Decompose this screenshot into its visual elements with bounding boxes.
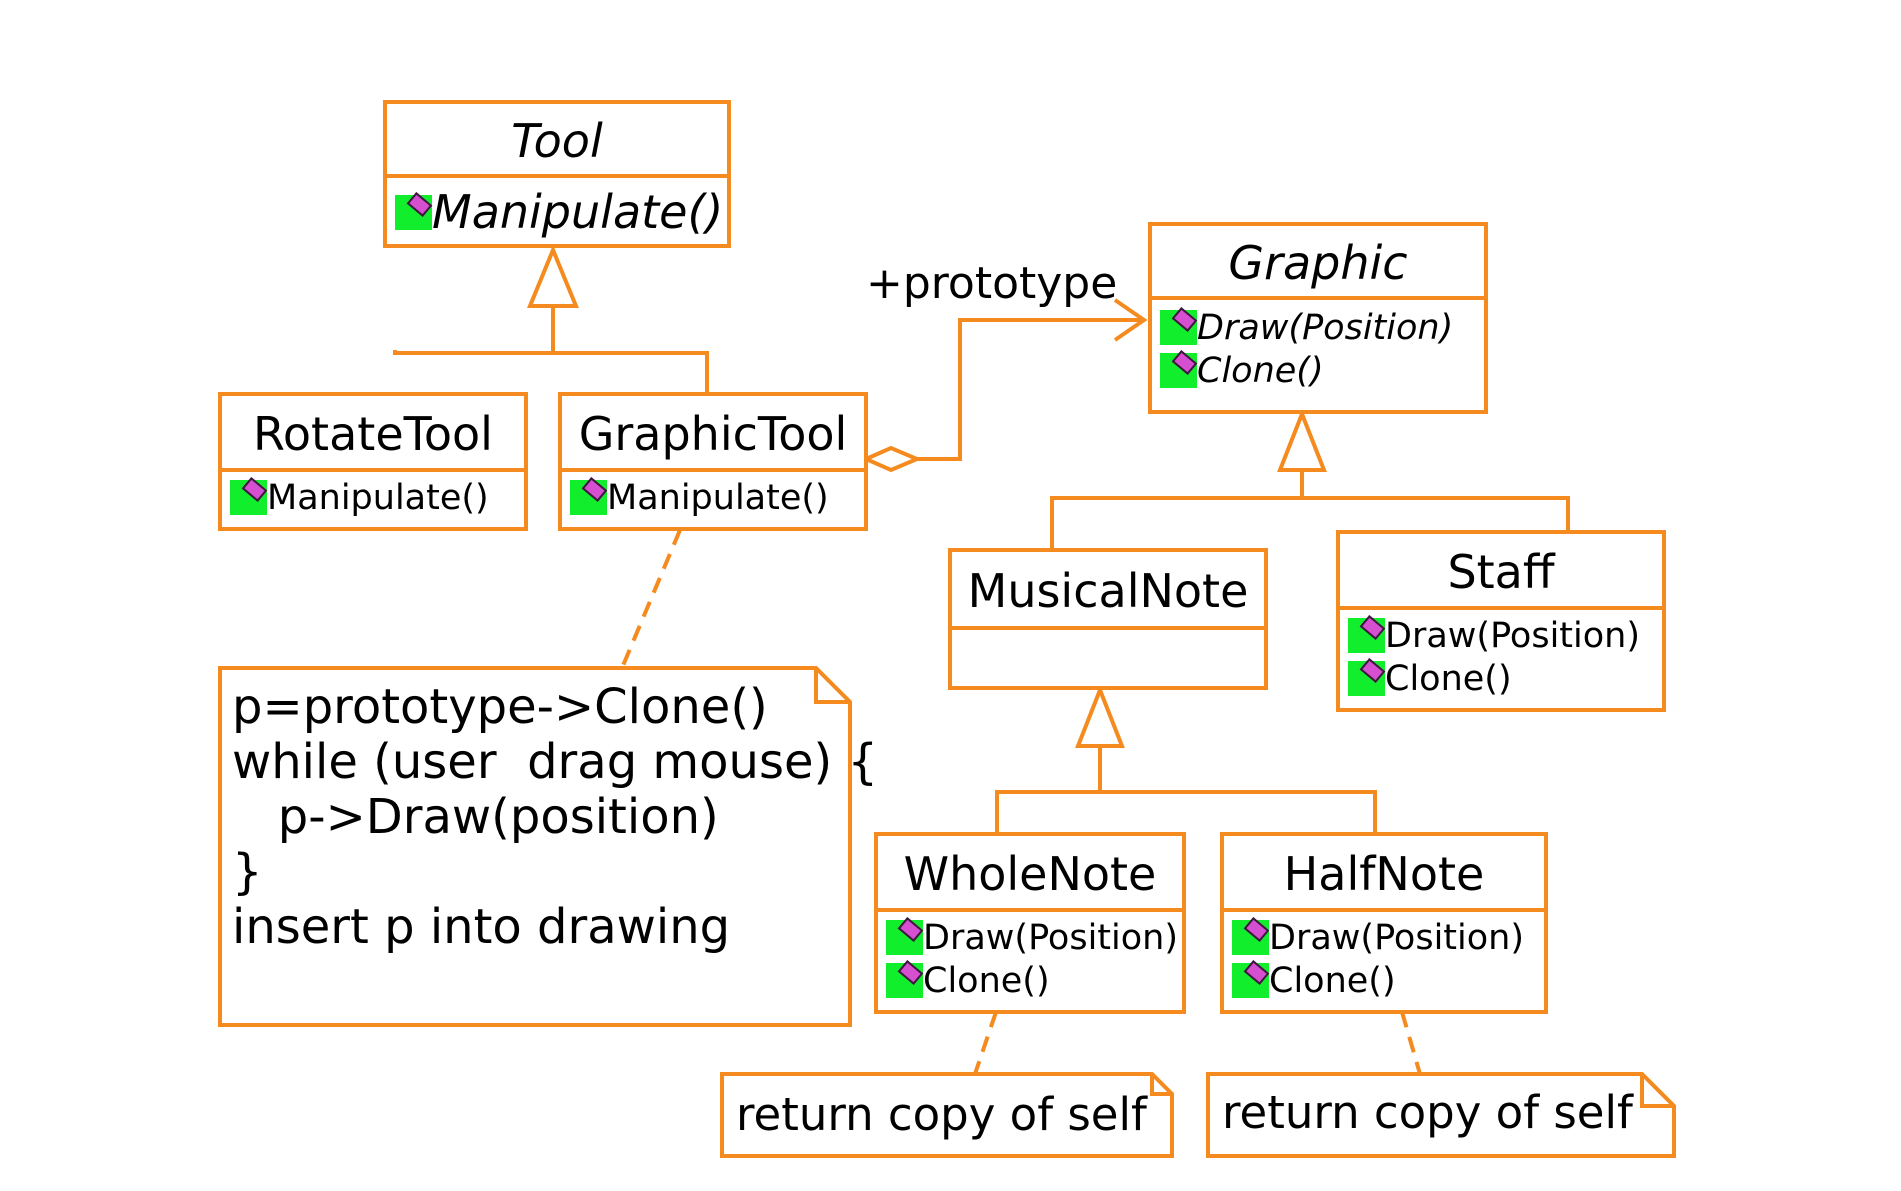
class-separator xyxy=(1340,606,1662,610)
class-name: HalfNote xyxy=(1283,847,1485,901)
class-tool[interactable]: Tool Manipulate() xyxy=(383,100,731,248)
operation-manipulate: Manipulate() xyxy=(222,476,524,519)
method-icon xyxy=(1232,920,1269,955)
note-half-note-clone: return copy of self xyxy=(1222,1086,1633,1139)
operation-label: Draw(Position) xyxy=(1385,615,1640,656)
note-shape-whole-note xyxy=(720,1072,1174,1158)
note-graphic-tool-code: p=prototype->Clone() while (user drag mo… xyxy=(232,679,879,955)
operation-clone: Clone() xyxy=(1340,657,1662,700)
generalization-arrow-musical-note xyxy=(1075,684,1125,748)
method-icon xyxy=(1348,661,1385,696)
class-separator xyxy=(878,908,1182,912)
operation-draw: Draw(Position) xyxy=(1152,306,1484,349)
operation-label: Clone() xyxy=(923,960,1050,1001)
operation-manipulate: Manipulate() xyxy=(562,476,864,519)
generalization-rotate-tool xyxy=(393,350,709,392)
note-anchor-half-note xyxy=(1400,1011,1422,1075)
method-icon xyxy=(1348,618,1385,653)
method-icon xyxy=(395,194,432,230)
class-separator xyxy=(1224,908,1544,912)
generalization-arrow-graphic xyxy=(1277,408,1327,472)
class-name: Tool xyxy=(511,114,603,168)
operation-label: Manipulate() xyxy=(267,477,489,518)
operations-list: Manipulate() xyxy=(387,182,727,242)
operation-label: Draw(Position) xyxy=(1269,917,1524,958)
aggregation-diamond xyxy=(861,445,923,473)
note-anchor-graphic-tool xyxy=(620,529,682,669)
note-anchor-whole-note xyxy=(973,1011,998,1075)
operations-list: Draw(Position) Clone() xyxy=(1340,614,1662,700)
operation-label: Clone() xyxy=(1197,350,1324,391)
operation-label: Clone() xyxy=(1269,960,1396,1001)
operations-list: Manipulate() xyxy=(222,476,524,519)
association-label-prototype: +prototype xyxy=(866,258,1118,309)
operation-draw: Draw(Position) xyxy=(878,916,1182,959)
operation-draw: Draw(Position) xyxy=(1224,916,1544,959)
class-name: GraphicTool xyxy=(578,407,848,461)
class-musical-note[interactable]: MusicalNote xyxy=(948,548,1268,690)
note-fold-whole-note xyxy=(1150,1074,1172,1096)
generalization-whole-note xyxy=(995,790,1377,832)
method-icon xyxy=(570,480,607,515)
method-icon xyxy=(886,963,923,998)
class-name: WholeNote xyxy=(903,847,1157,901)
note-shape-graphic-tool xyxy=(218,666,852,1027)
operation-label: Clone() xyxy=(1385,658,1512,699)
operation-label: Draw(Position) xyxy=(923,917,1178,958)
generalization-musical-note xyxy=(1050,496,1570,548)
method-icon xyxy=(1160,310,1197,345)
class-name: RotateTool xyxy=(253,407,493,461)
note-whole-note-clone: return copy of self xyxy=(736,1088,1147,1141)
class-separator xyxy=(562,468,864,472)
method-icon xyxy=(886,920,923,955)
operations-list: Draw(Position) Clone() xyxy=(1152,306,1484,392)
operation-draw: Draw(Position) xyxy=(1340,614,1662,657)
note-shape-half-note xyxy=(1206,1072,1676,1158)
class-staff[interactable]: Staff Draw(Position) Clone() xyxy=(1336,530,1666,712)
class-graphic[interactable]: Graphic Draw(Position) Clone() xyxy=(1148,222,1488,414)
note-fold-half-note xyxy=(1640,1074,1674,1108)
operation-manipulate: Manipulate() xyxy=(387,182,727,242)
class-half-note[interactable]: HalfNote Draw(Position) Clone() xyxy=(1220,832,1548,1014)
generalization-arrow-tool xyxy=(527,244,579,308)
operation-clone: Clone() xyxy=(1224,959,1544,1002)
operation-label: Manipulate() xyxy=(607,477,829,518)
method-icon xyxy=(1160,353,1197,388)
operations-list: Draw(Position) Clone() xyxy=(1224,916,1544,1002)
operations-list: Draw(Position) Clone() xyxy=(878,916,1182,1002)
note-fold-graphic-tool xyxy=(814,668,850,704)
operations-list: Manipulate() xyxy=(562,476,864,519)
method-icon xyxy=(230,480,267,515)
class-name: Staff xyxy=(1447,545,1555,599)
class-separator xyxy=(222,468,524,472)
class-name: Graphic xyxy=(1228,236,1408,290)
class-separator xyxy=(1152,296,1484,300)
operation-clone: Clone() xyxy=(1152,349,1484,392)
class-rotate-tool[interactable]: RotateTool Manipulate() xyxy=(218,392,528,531)
operation-label: Draw(Position) xyxy=(1197,307,1454,348)
class-whole-note[interactable]: WholeNote Draw(Position) Clone() xyxy=(874,832,1186,1014)
class-graphic-tool[interactable]: GraphicTool Manipulate() xyxy=(558,392,868,531)
operation-clone: Clone() xyxy=(878,959,1182,1002)
class-separator xyxy=(952,626,1264,630)
method-icon xyxy=(1232,963,1269,998)
class-separator xyxy=(387,174,727,178)
association-prototype-line xyxy=(917,318,1144,461)
class-name: MusicalNote xyxy=(967,564,1249,618)
operation-label: Manipulate() xyxy=(432,185,724,239)
association-arrowhead xyxy=(1113,298,1148,342)
